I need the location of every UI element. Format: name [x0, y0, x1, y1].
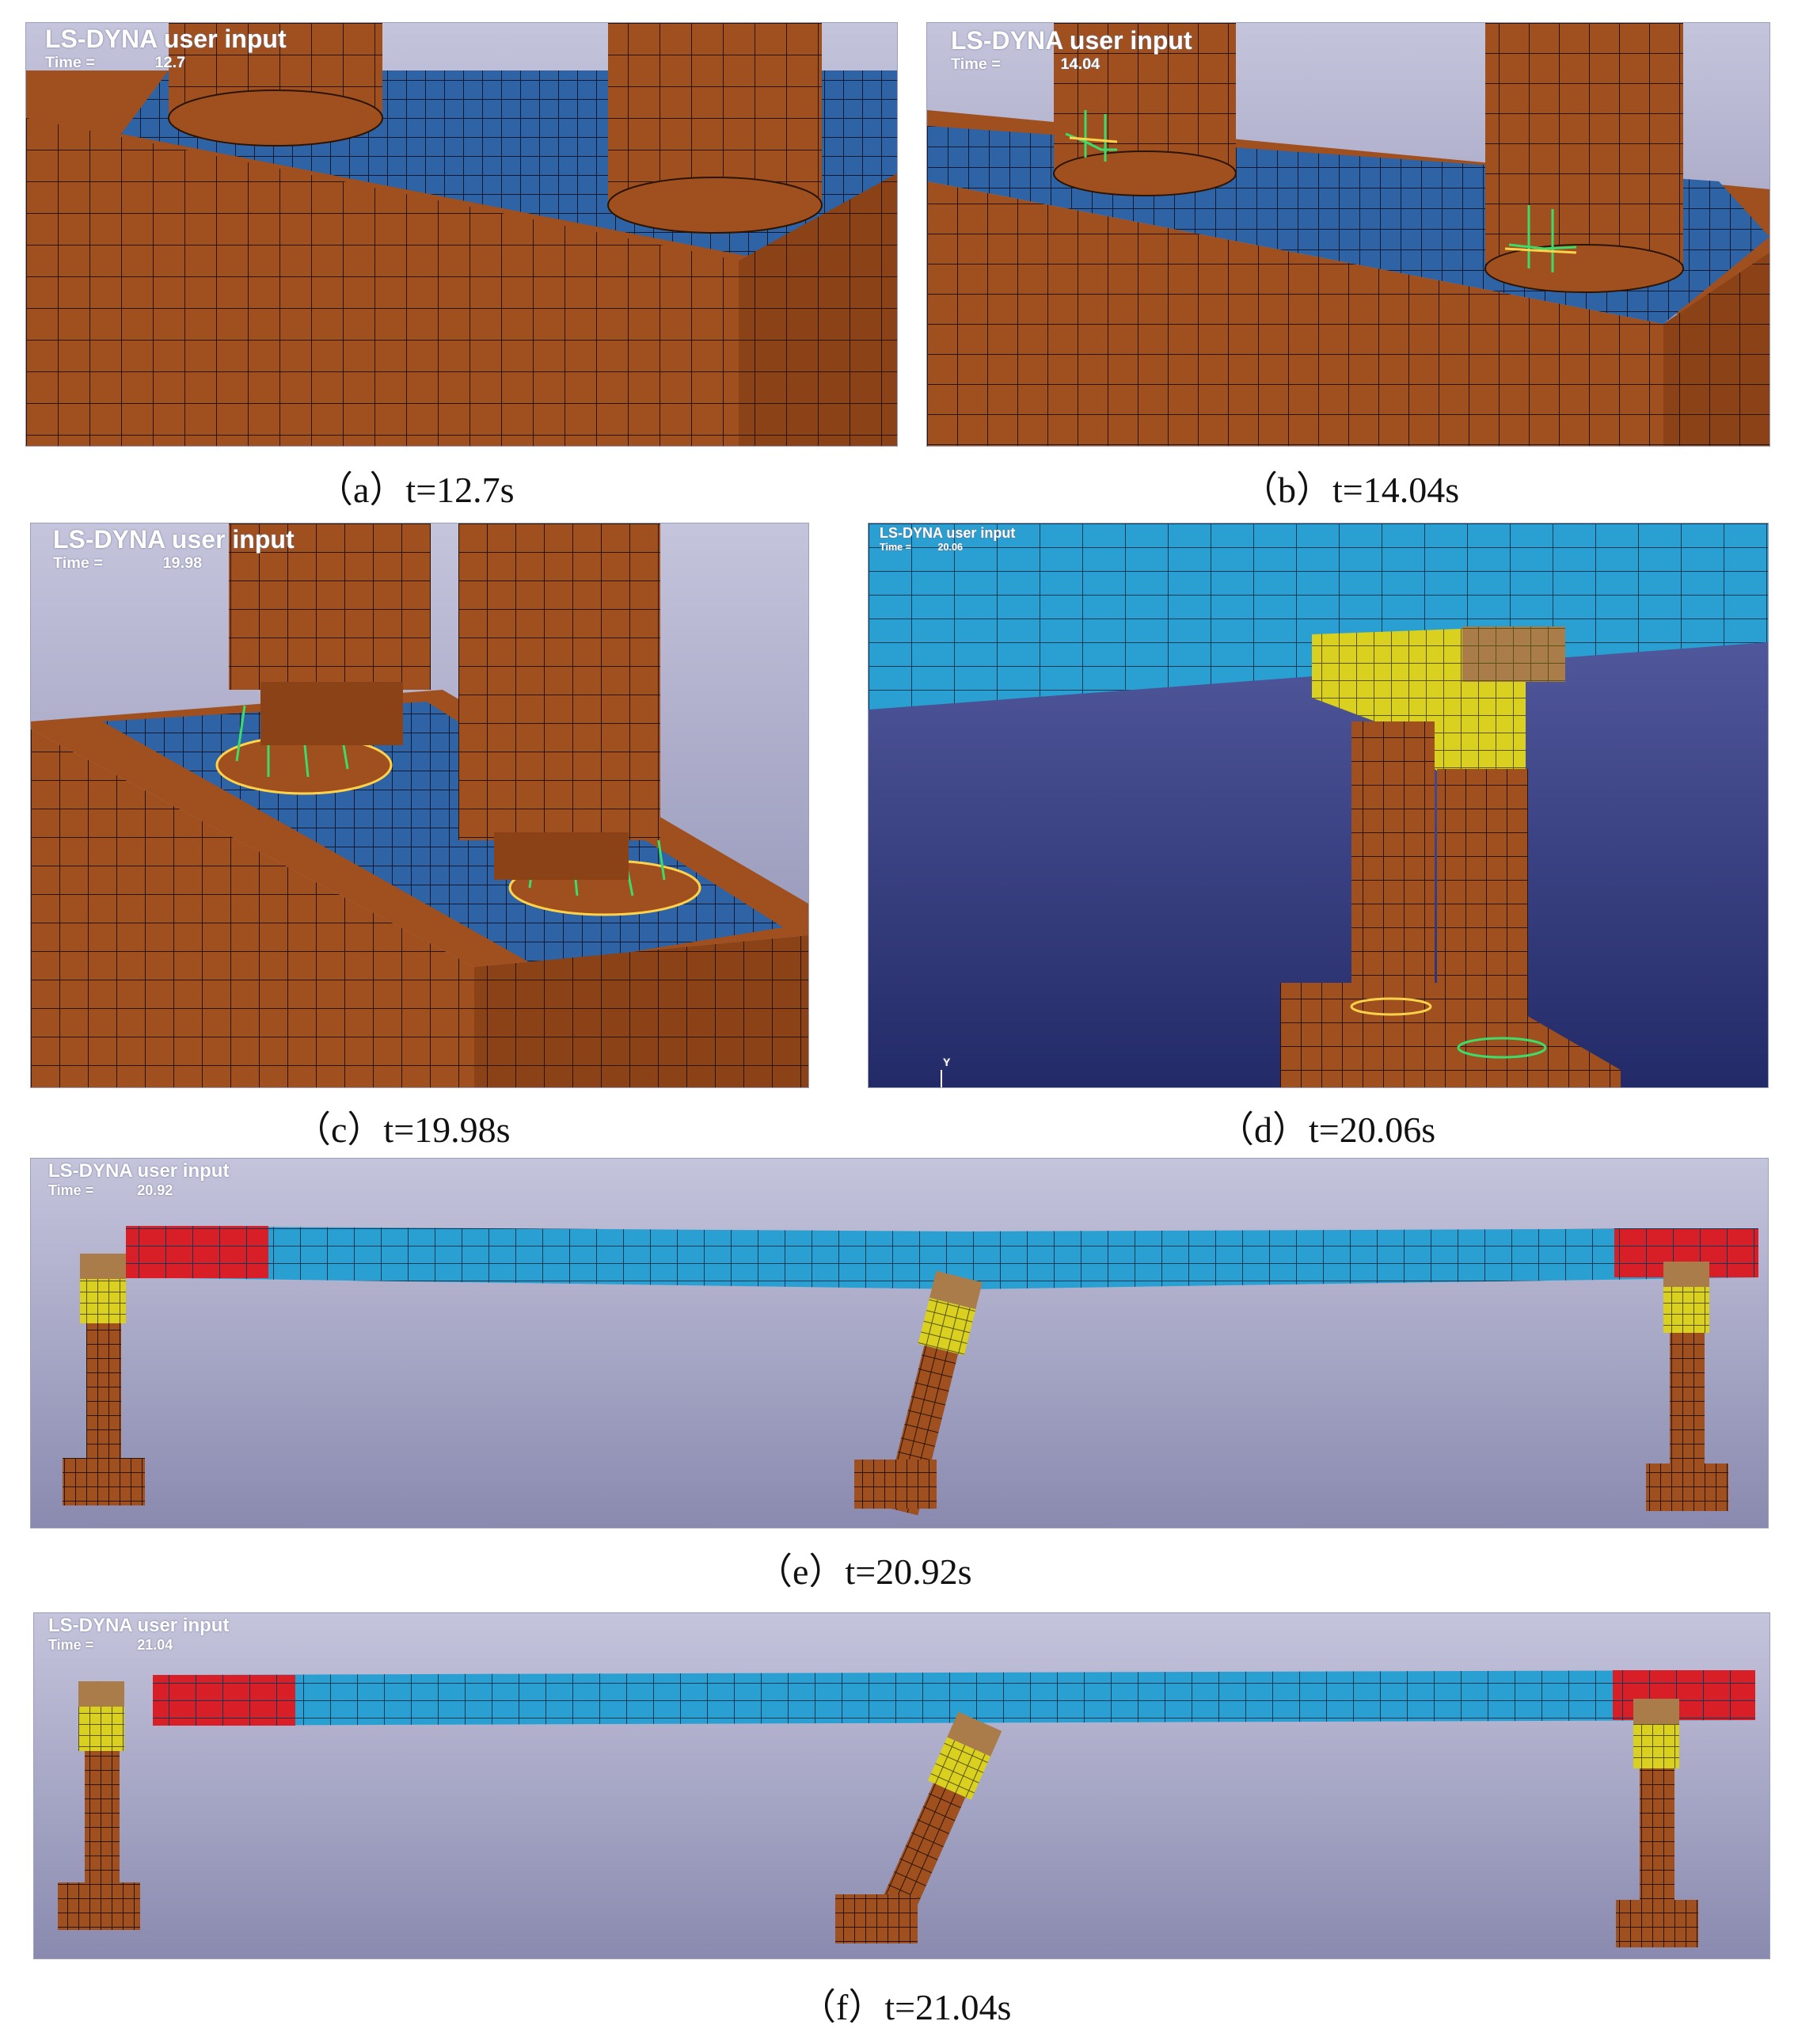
- hud-time-label: Time =: [48, 1182, 94, 1198]
- panel-c-view: LS-DYNA user input Time = 19.98: [30, 523, 809, 1088]
- panel-a-mesh: [26, 23, 897, 446]
- caption-c: （c）t=19.98s: [295, 1110, 511, 1150]
- hud-a: LS-DYNA user input Time = 12.7: [45, 25, 287, 72]
- hud-time-value: 21.04: [137, 1637, 173, 1653]
- hud-time-label: Time =: [48, 1637, 94, 1653]
- hud-title: LS-DYNA user input: [45, 25, 287, 53]
- hud-title: LS-DYNA user input: [53, 525, 295, 554]
- panel-a-view: LS-DYNA user input Time = 12.7: [25, 22, 898, 447]
- hud-time-value: 14.04: [1060, 55, 1100, 73]
- panel-f-mesh: [34, 1613, 1769, 1958]
- hud-time-value: 19.98: [162, 554, 203, 572]
- hud-e: LS-DYNA user input Time = 20.92: [48, 1160, 229, 1199]
- hud-title: LS-DYNA user input: [880, 525, 1016, 541]
- panel-c-mesh: [31, 523, 808, 1087]
- caption-e: （e）t=20.92s: [756, 1551, 972, 1592]
- hud-time-value: 20.92: [137, 1182, 173, 1198]
- hud-b: LS-DYNA user input Time = 14.04: [951, 26, 1192, 74]
- hud-d: LS-DYNA user input Time = 20.06: [880, 525, 1015, 553]
- hud-time-value: 12.7: [154, 54, 186, 71]
- panel-e-view: LS-DYNA user input Time = 20.92: [30, 1158, 1769, 1528]
- hud-title: LS-DYNA user input: [951, 26, 1192, 55]
- panel-e-mesh: [31, 1159, 1768, 1528]
- hud-time-label: Time =: [53, 554, 104, 572]
- hud-time-value: 20.06: [937, 542, 964, 553]
- panel-d-mesh: [869, 523, 1768, 1087]
- hud-time-label: Time =: [951, 55, 1002, 73]
- caption-d: （d）t=20.06s: [1218, 1110, 1436, 1150]
- hud-time-label: Time =: [880, 542, 912, 553]
- caption-b: （b）t=14.04s: [1241, 470, 1460, 510]
- panel-d-view: LS-DYNA user input Time = 20.06 Y: [868, 523, 1769, 1088]
- caption-a: （a）t=12.7s: [317, 470, 515, 510]
- hud-title: LS-DYNA user input: [48, 1615, 230, 1636]
- hud-time-label: Time =: [45, 54, 96, 71]
- panel-f-view: LS-DYNA user input Time = 21.04: [33, 1612, 1770, 1959]
- panel-b-view: LS-DYNA user input Time = 14.04: [926, 22, 1770, 447]
- panel-b-mesh: [927, 23, 1769, 446]
- hud-title: LS-DYNA user input: [48, 1160, 230, 1182]
- axis-y-label: Y: [943, 1056, 951, 1068]
- hud-c: LS-DYNA user input Time = 19.98: [53, 525, 295, 573]
- hud-f: LS-DYNA user input Time = 21.04: [48, 1615, 229, 1654]
- caption-f: （f）t=21.04s: [800, 1987, 1012, 2027]
